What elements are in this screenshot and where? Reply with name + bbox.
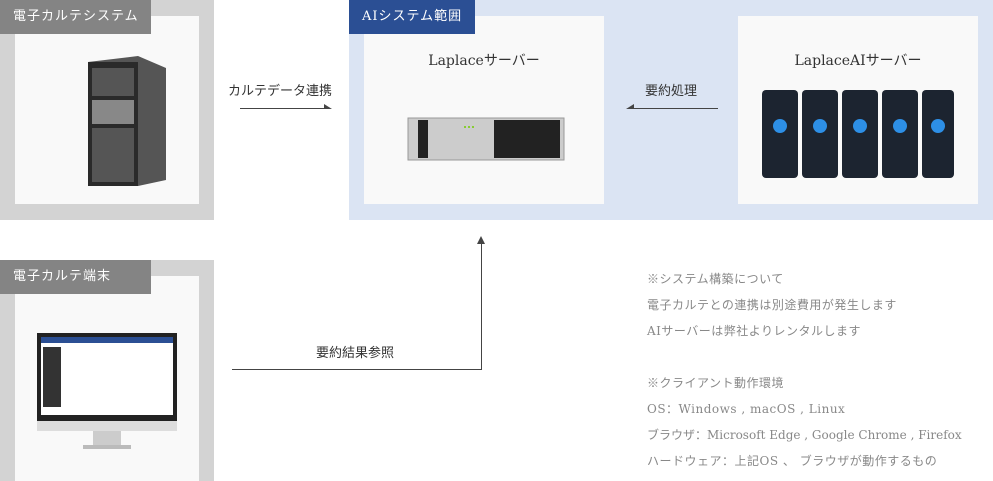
result-ref-arrow-vertical (481, 240, 482, 370)
ai-scope-box: Laplaceサーバー LaplaceAIサーバー AIシステム範囲 (349, 0, 993, 220)
monitor-icon (37, 333, 177, 449)
ehr-terminal-card (15, 276, 199, 481)
system-line: AIサーバーは弊社よりレンタルします (647, 324, 862, 338)
ehr-system-box: 電子カルテシステム (0, 0, 214, 220)
client-line: OS：Windows , macOS , Linux (647, 402, 846, 416)
data-link-arrow (240, 108, 328, 109)
ai-scope-label: AIシステム範囲 (349, 0, 475, 34)
client-line: ハードウェア：上記OS 、 ブラウザが動作するもの (647, 454, 938, 468)
system-line: 電子カルテとの連携は別途費用が発生します (647, 298, 897, 312)
tower-server-icon (88, 56, 166, 186)
laplace-ai-server-title: LaplaceAIサーバー (794, 53, 922, 69)
result-ref-label: 要約結果参照 (316, 346, 395, 361)
ai-servers-icon (762, 90, 954, 178)
rack-server-icon (407, 117, 565, 161)
result-ref-arrow-horizontal (232, 369, 481, 370)
ehr-system-label: 電子カルテシステム (0, 0, 151, 34)
arrow-head-up-icon (477, 236, 485, 244)
summary-label: 要約処理 (645, 84, 698, 99)
summary-arrow (630, 108, 718, 109)
arrow-head-right-icon (324, 104, 332, 109)
arrow-head-left-icon (626, 104, 634, 109)
ehr-system-card (15, 16, 199, 204)
system-heading: ※システム構築について (647, 272, 784, 286)
ehr-terminal-label: 電子カルテ端末 (0, 260, 151, 294)
client-line: ブラウザ：Microsoft Edge , Google Chrome , Fi… (647, 428, 962, 442)
client-heading: ※クライアント動作環境 (647, 376, 785, 390)
notes: ※システム構築について 電子カルテとの連携は別途費用が発生します AIサーバーは… (647, 266, 993, 474)
data-link-label: カルテデータ連携 (228, 84, 333, 99)
laplace-server-title: Laplaceサーバー (428, 53, 540, 69)
laplace-ai-server-card: LaplaceAIサーバー (738, 16, 978, 204)
ehr-terminal-box: 電子カルテ端末 (0, 260, 214, 481)
laplace-server-card: Laplaceサーバー (364, 16, 604, 204)
